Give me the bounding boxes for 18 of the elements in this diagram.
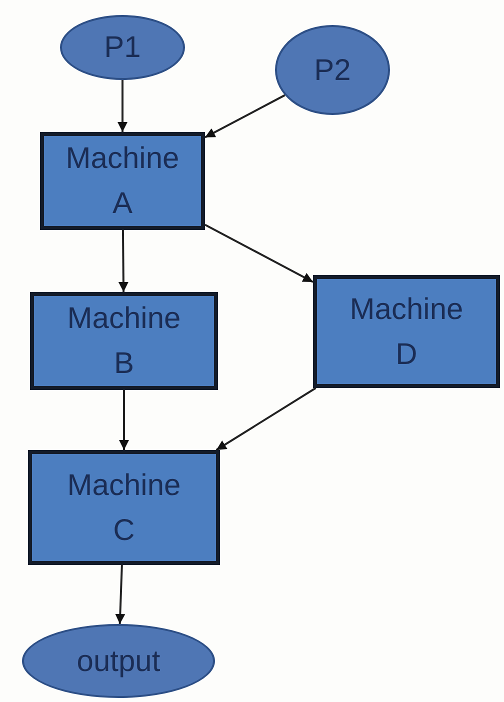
arrow xyxy=(204,94,286,138)
process-box xyxy=(30,292,218,390)
process-box xyxy=(28,450,220,565)
node-label: P2 xyxy=(314,52,351,88)
arrow xyxy=(216,387,316,451)
node-label: P1 xyxy=(104,30,141,66)
node-label: Machine B xyxy=(66,301,182,382)
arrow xyxy=(118,230,128,292)
arrow xyxy=(115,564,126,624)
node-label: Machine A xyxy=(64,141,180,222)
node-label: output xyxy=(76,644,160,680)
arrow xyxy=(118,80,128,132)
node-label: Machine D xyxy=(348,292,464,372)
arrow xyxy=(204,224,314,283)
arrow xyxy=(119,390,129,450)
node-label: Machine C xyxy=(66,468,182,548)
process-box xyxy=(313,275,500,388)
process-box xyxy=(40,132,205,230)
